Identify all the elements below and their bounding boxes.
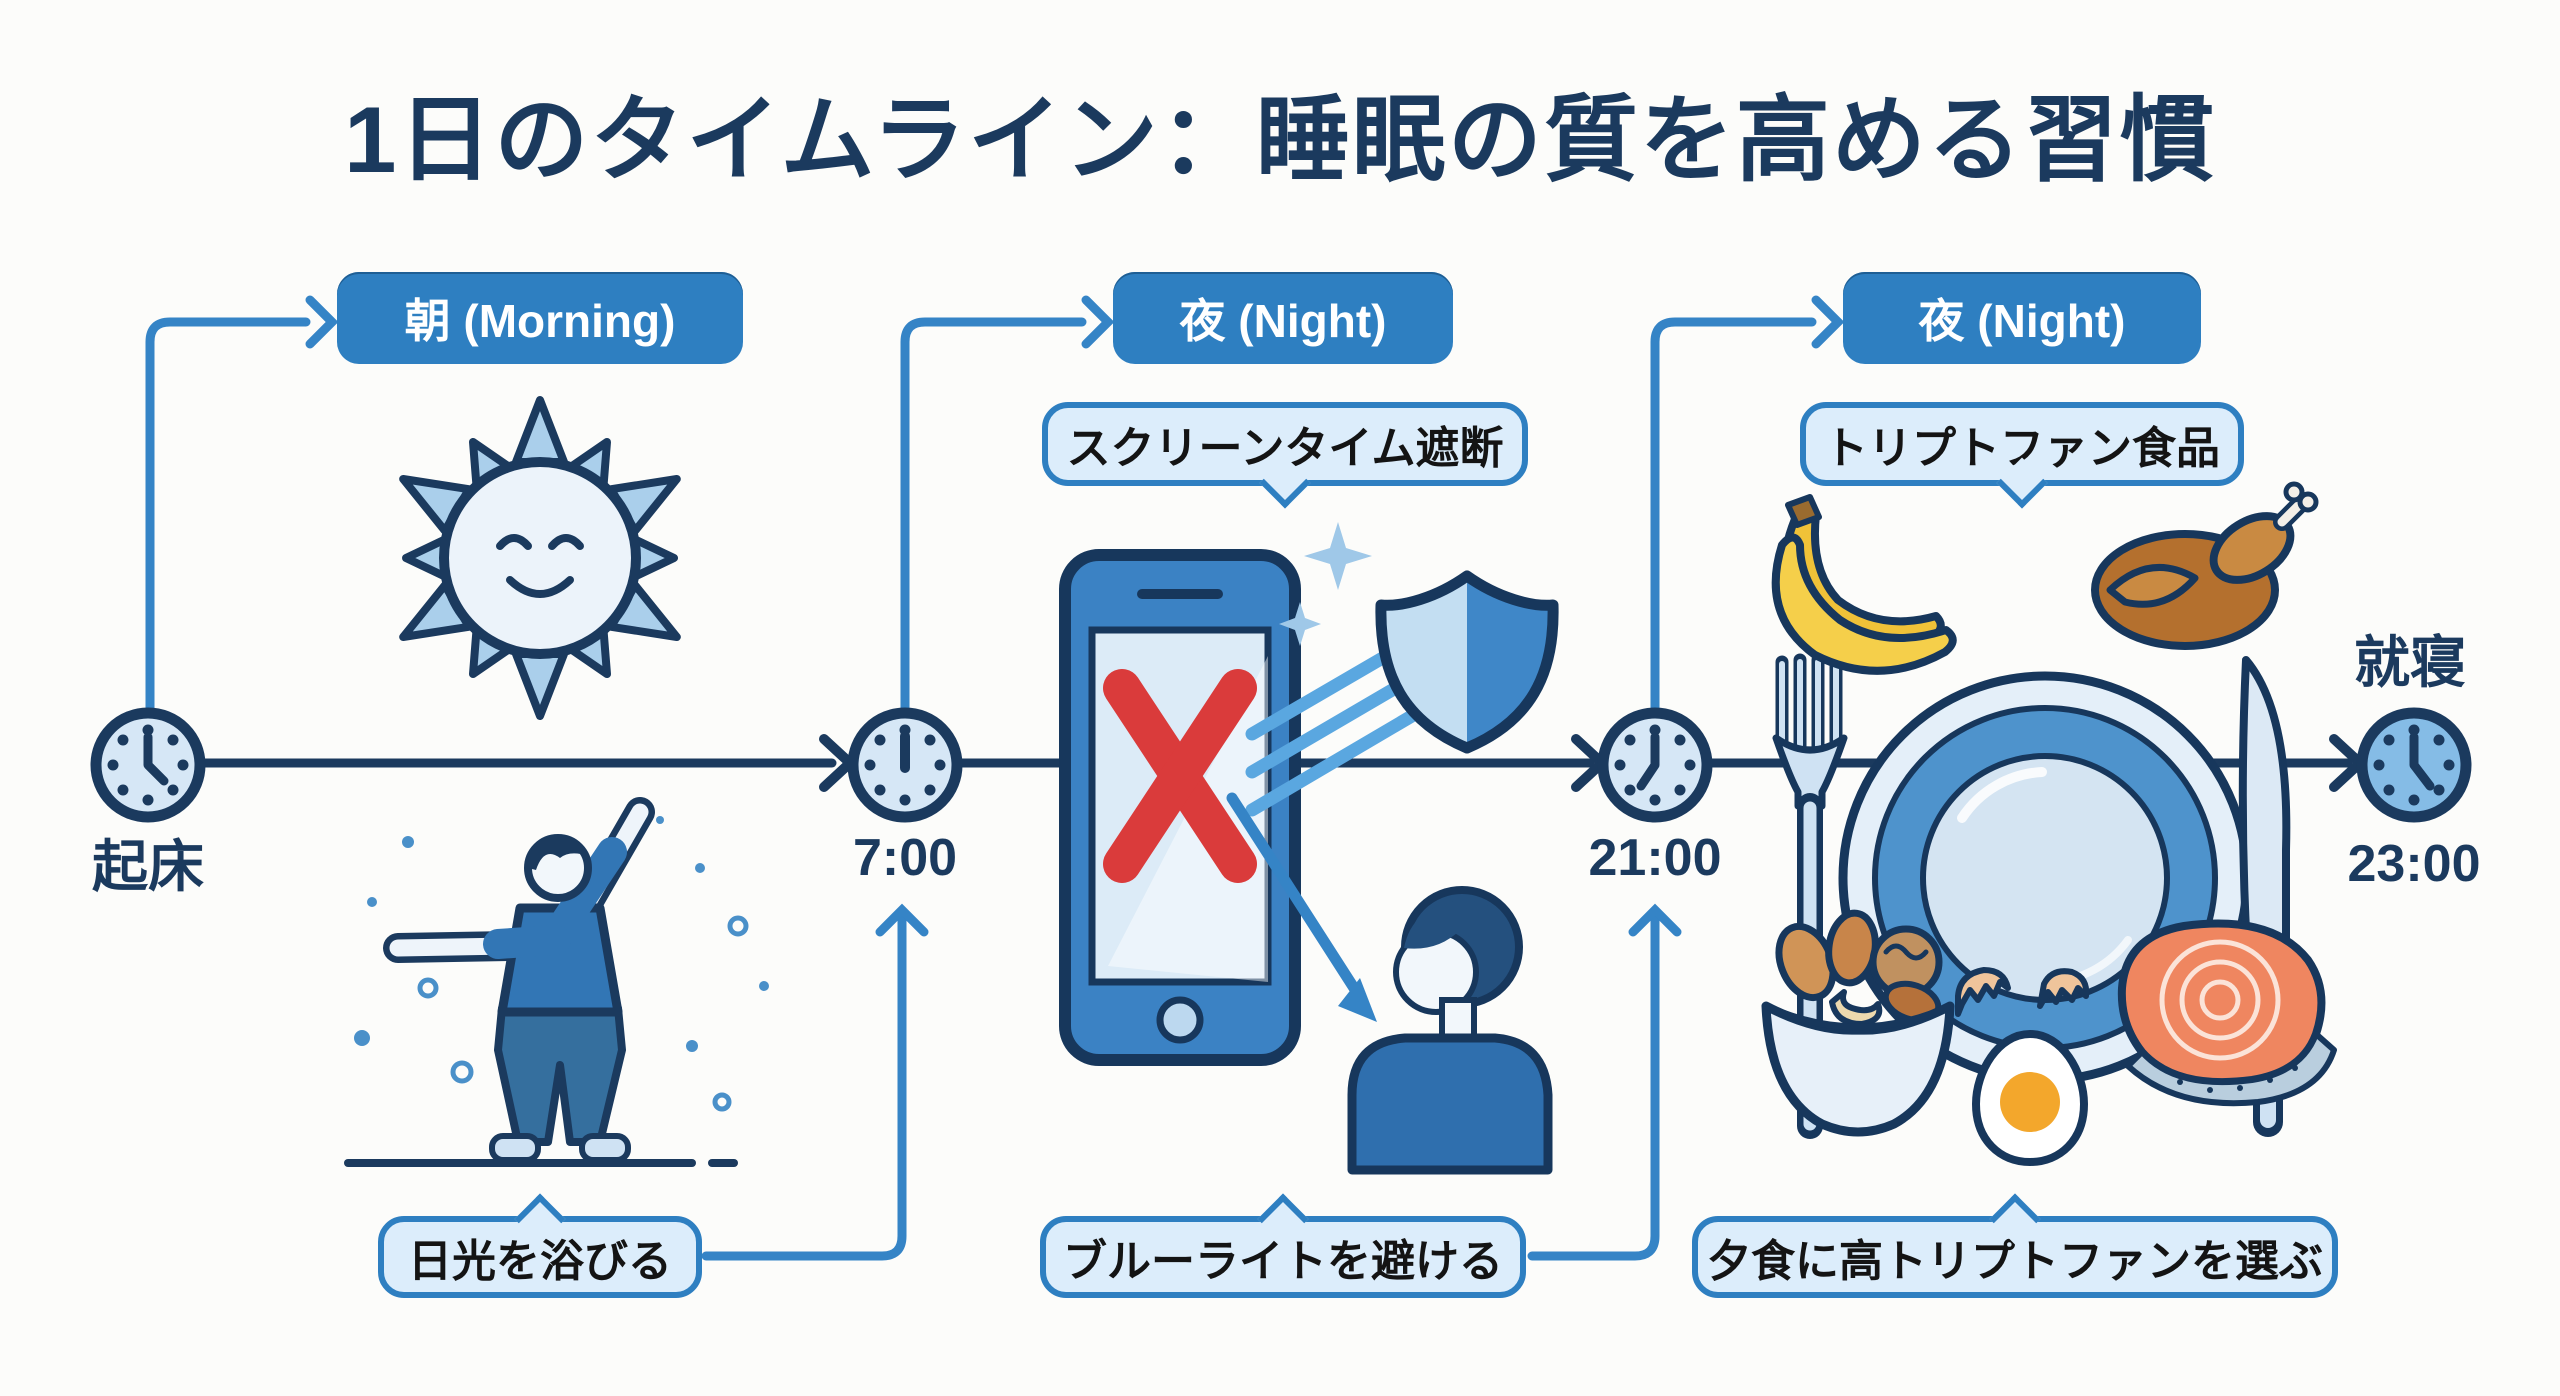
connector-arrow [875, 903, 929, 937]
salmon-icon [2117, 919, 2337, 1107]
clock-icon [2356, 707, 2472, 823]
phase-badge-morning: 朝 (Morning) [337, 272, 743, 364]
callout-screen-time: スクリーンタイム遮断 [1042, 402, 1528, 509]
shield-icon [1375, 570, 1559, 754]
badge-label: 夜 (Night) [1179, 295, 1387, 347]
connector-arrow [1628, 903, 1682, 937]
sun-icon [399, 396, 681, 720]
callout-text: 夕食に高トリプトファンを選ぶ [1707, 1237, 2323, 1286]
timeline-label-wake: 起床 [92, 835, 204, 898]
clock-icon [90, 707, 206, 823]
callout-dinner-tryptophan: 夕食に高トリプトファンを選ぶ [1692, 1193, 2338, 1298]
timeline-label-bed: 就寝 [2354, 631, 2466, 694]
red-x-icon [1103, 669, 1257, 883]
egg-icon [1955, 967, 2090, 1167]
phase-badge-night-2: 夜 (Night) [1843, 272, 2201, 364]
connector-arrow [305, 295, 339, 349]
connector-arrow [1081, 295, 1115, 349]
callout-text: ブルーライトを避ける [1063, 1237, 1503, 1286]
connector-arrow [1811, 295, 1845, 349]
connector-lines [145, 295, 1845, 1261]
clock-icon [847, 707, 963, 823]
person-stretching-icon [344, 797, 769, 1167]
sparkle-icon [1279, 522, 1372, 646]
arrow-to-person [1226, 792, 1377, 1022]
callout-sunlight: 日光を浴びる [378, 1193, 702, 1298]
page-title: 1日のタイムライン：睡眠の質を高める習慣 [344, 87, 2216, 192]
clock-icon [1597, 707, 1713, 823]
person-head-icon [1347, 886, 1553, 1175]
badge-label: 夜 (Night) [1918, 295, 2126, 347]
nuts-bowl-icon [1761, 909, 1955, 1137]
callout-blue-light: ブルーライトを避ける [1040, 1193, 1526, 1298]
callout-tryptophan-foods: トリプトファン食品 [1800, 402, 2244, 509]
callout-text: 日光を浴びる [408, 1237, 672, 1286]
timeline-label-700: 7:00 [852, 829, 958, 887]
bananas-icon [1771, 494, 1957, 675]
timeline-label-2100: 21:00 [1588, 829, 1722, 887]
turkey-icon [2091, 481, 2319, 650]
badge-label: 朝 (Morning) [404, 295, 676, 347]
sparkle-rings [417, 915, 749, 1112]
timeline-label-2300: 23:00 [2347, 835, 2481, 893]
phase-badge-night-1: 夜 (Night) [1113, 272, 1453, 364]
